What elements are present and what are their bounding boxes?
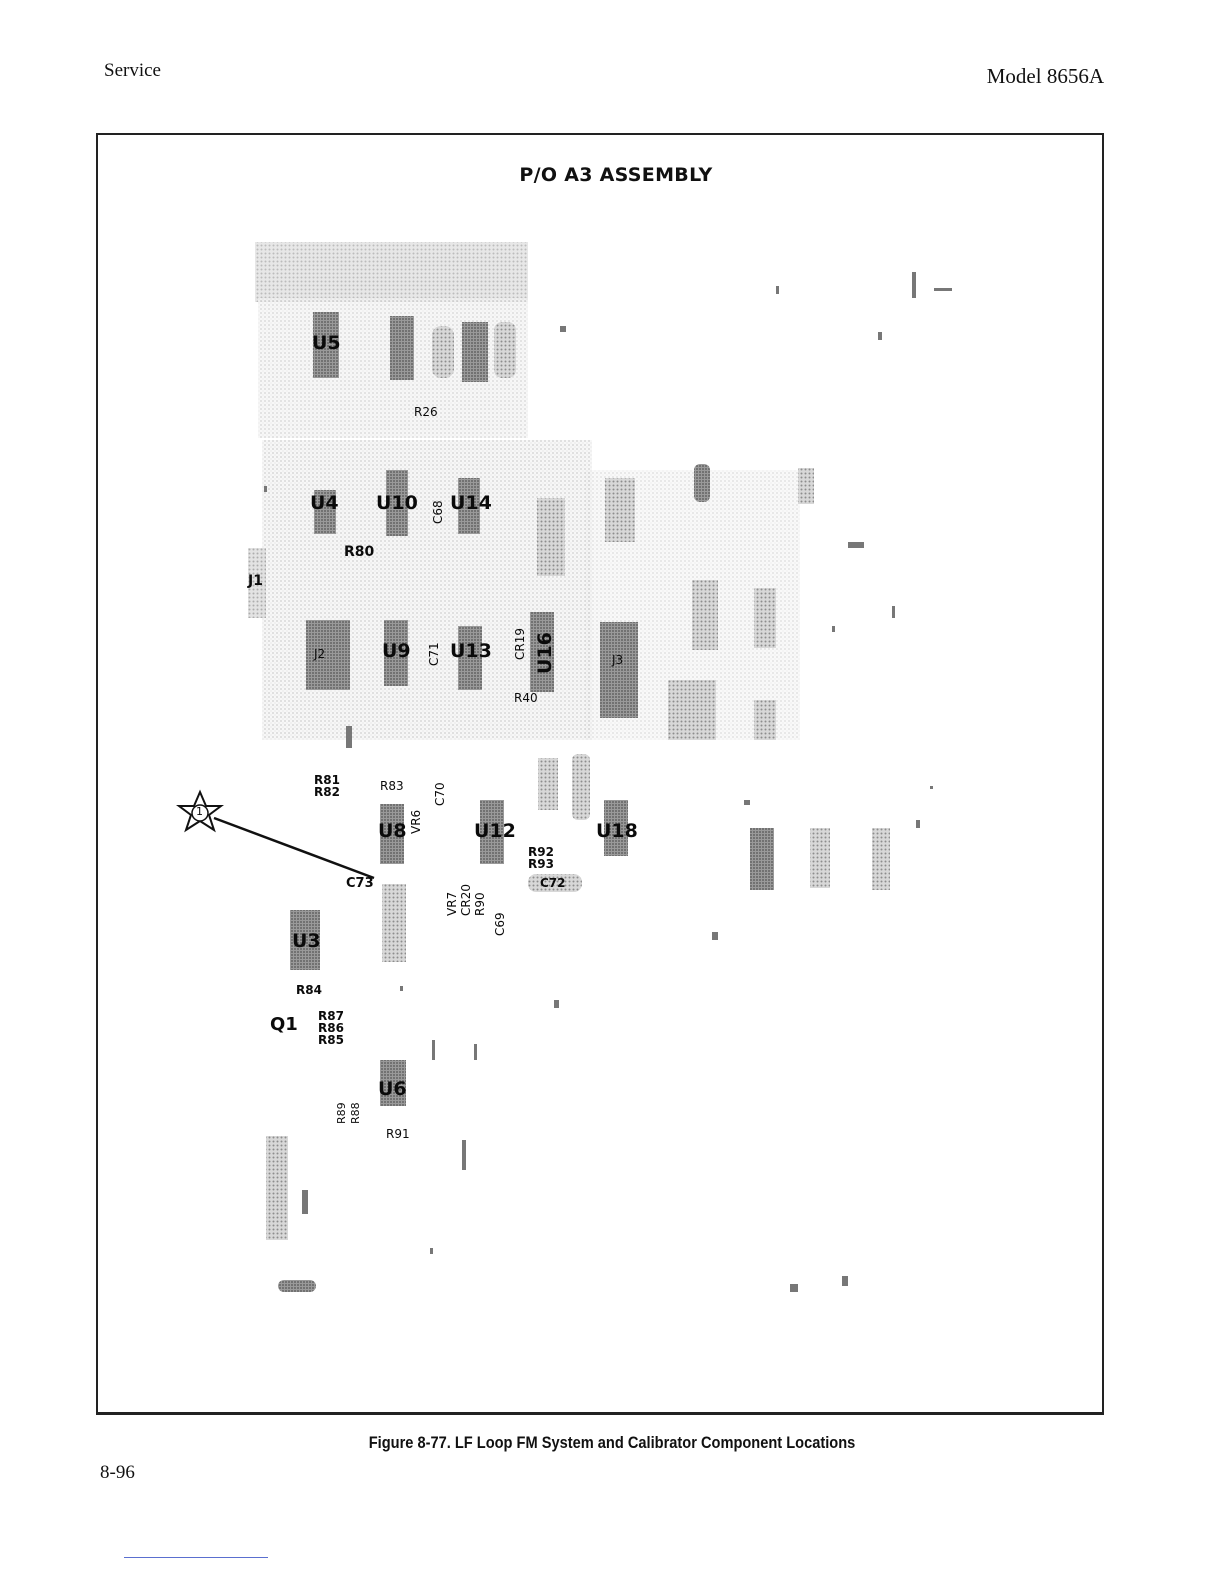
ref-u8: U8 (378, 822, 407, 841)
ref-u14: U14 (450, 494, 492, 513)
ref-j2: J2 (314, 648, 325, 660)
ref-c70: C70 (434, 782, 446, 806)
ref-u10: U10 (376, 494, 418, 513)
ref-c69: C69 (494, 912, 506, 936)
ref-u12: U12 (474, 822, 516, 841)
ref-r40: R40 (514, 692, 538, 704)
ref-r83: R83 (380, 780, 404, 792)
ref-cr20: CR20 (460, 884, 472, 916)
ref-r26: R26 (414, 406, 438, 418)
ref-r90: R90 (474, 892, 486, 916)
ref-j1: J1 (248, 574, 263, 588)
ref-r88: R88 (350, 1102, 361, 1124)
ref-u18: U18 (596, 822, 638, 841)
ref-c72: C72 (540, 877, 566, 889)
ref-c71: C71 (428, 642, 440, 666)
ref-u3: U3 (292, 932, 321, 951)
ref-c68: C68 (432, 500, 444, 524)
ref-u9: U9 (382, 642, 411, 661)
ref-vr6: VR6 (410, 810, 422, 834)
figure-caption: Figure 8-77. LF Loop FM System and Calib… (86, 1433, 1139, 1453)
ref-r85: R85 (318, 1034, 344, 1046)
ref-u6: U6 (378, 1080, 407, 1099)
ref-r84: R84 (296, 984, 322, 996)
ref-r80: R80 (344, 545, 374, 559)
ref-u13: U13 (450, 642, 492, 661)
ref-q1: Q1 (270, 1016, 298, 1034)
ref-cr19: CR19 (514, 628, 526, 660)
ref-vr7: VR7 (446, 892, 458, 916)
ref-r89: R89 (336, 1102, 347, 1124)
page-number: 8-96 (100, 1462, 135, 1484)
callout-number: 1 (196, 806, 203, 817)
footer-rule (124, 1557, 268, 1558)
ref-r93: R93 (528, 858, 554, 870)
ref-u4: U4 (310, 494, 339, 513)
callout-1 (179, 792, 374, 878)
ref-u5: U5 (312, 334, 341, 353)
ref-r82: R82 (314, 786, 340, 798)
ref-r91: R91 (386, 1128, 410, 1140)
ref-j3: J3 (612, 654, 623, 666)
ref-c73: C73 (346, 877, 374, 890)
ref-u16: U16 (536, 632, 555, 674)
